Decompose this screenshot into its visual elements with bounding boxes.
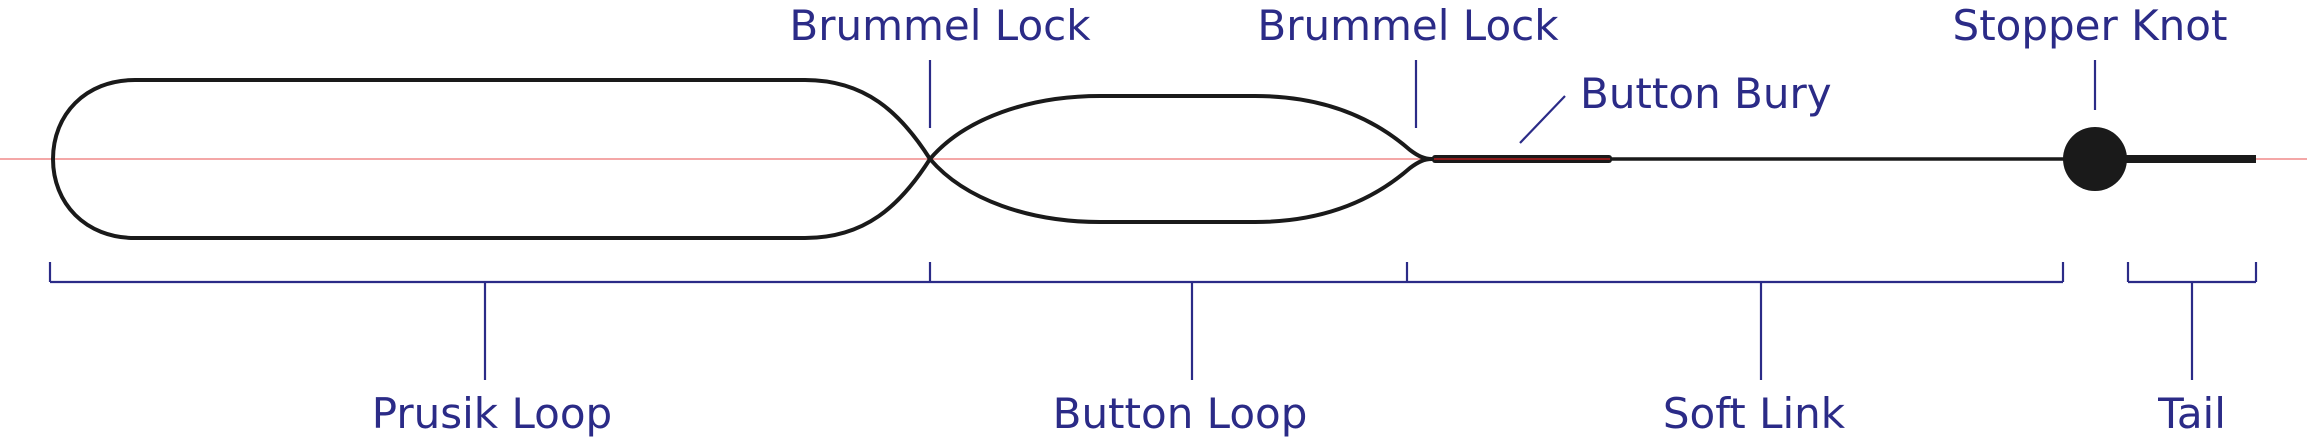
button-bury-leader [1519, 95, 1566, 144]
brummel-lock-1-label: Brummel Lock [789, 1, 1091, 50]
prusik-loop-label: Prusik Loop [372, 389, 612, 438]
stopper-knot-shape [2063, 127, 2127, 191]
brummel-lock-2-label: Brummel Lock [1257, 1, 1559, 50]
prusik-loop-rope [51, 78, 932, 240]
soft-link-label: Soft Link [1663, 389, 1846, 438]
tail-label: Tail [2157, 389, 2226, 438]
button-bury-label: Button Bury [1580, 69, 1832, 118]
dimension-brackets [48, 262, 2258, 380]
button-loop-label: Button Loop [1053, 389, 1308, 438]
tail-rope [2100, 155, 2256, 163]
stopper-knot-label: Stopper Knot [1953, 1, 2228, 50]
